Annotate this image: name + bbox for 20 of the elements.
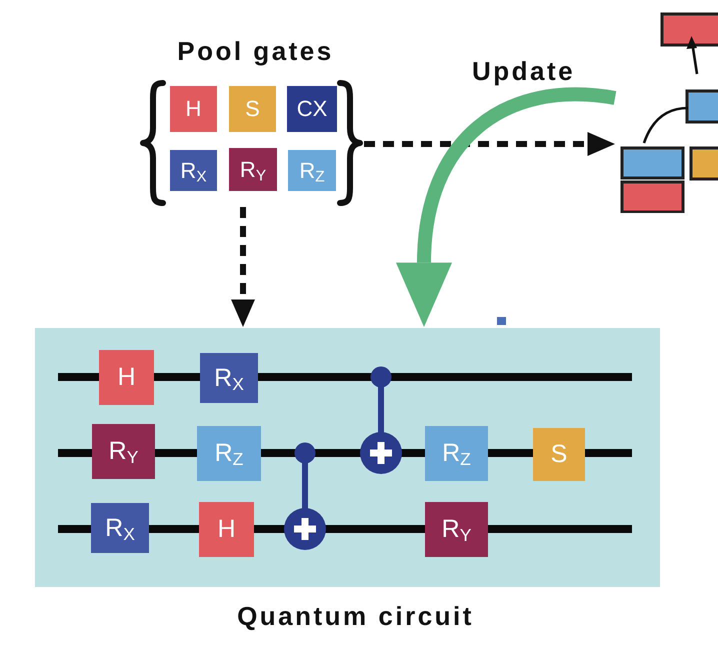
quantum-gate: R$_{Y}$ xyxy=(229,148,277,191)
quantum-gate: H xyxy=(170,86,217,132)
quantum-gate: R$_{X}$ xyxy=(170,150,217,191)
quantum-gate: R$_{X}$ xyxy=(91,503,149,553)
quantum-gate: R$_{Z}$ xyxy=(197,426,261,481)
quantum-gate: R$_{Y}$ xyxy=(92,424,155,479)
curved-arrow xyxy=(396,88,616,327)
dashed-arrow xyxy=(364,132,615,156)
quantum-gate: H xyxy=(199,502,254,557)
quantum-gate: R$_{Z}$ xyxy=(288,150,336,191)
dashed-arrow xyxy=(231,207,255,327)
quantum-gate: S xyxy=(229,86,276,132)
quantum-gate: S xyxy=(533,428,585,481)
quantum-gate: CX xyxy=(287,86,337,132)
group-heading: Quantum circuit xyxy=(237,602,474,631)
quantum-gate: H xyxy=(99,350,154,405)
quantum-gate: R$_{Z}$ xyxy=(425,426,488,481)
group-heading: Pool gates xyxy=(177,37,334,66)
quantum-gate: R$_{X}$ xyxy=(200,353,258,403)
quantum-gate: R$_{Y}$ xyxy=(425,502,488,557)
